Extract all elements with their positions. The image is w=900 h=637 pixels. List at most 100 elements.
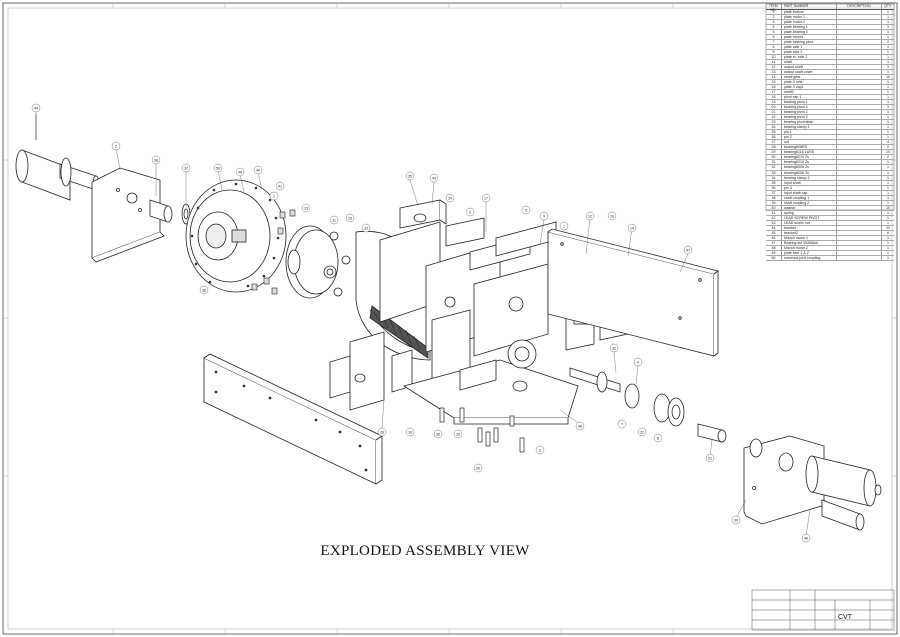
bom-item-no: 16 bbox=[766, 85, 782, 90]
bom-item-no: 13 bbox=[766, 70, 782, 75]
bom-qty: 1 bbox=[887, 25, 889, 30]
bom-part-number: plate m. side 2 bbox=[782, 55, 837, 60]
bom-qty: 1 bbox=[887, 250, 889, 255]
bom-part-number: bearing6116 LUSS bbox=[782, 150, 837, 155]
bom-item-no: 9 bbox=[766, 50, 782, 55]
svg-text:34: 34 bbox=[448, 196, 452, 200]
bom-qty: 10 bbox=[886, 205, 890, 210]
bom-header-item: ITEM NO. bbox=[766, 4, 782, 12]
bom-description bbox=[837, 140, 882, 145]
right-motor-plate bbox=[743, 435, 829, 525]
bom-item-no: 40 bbox=[766, 205, 782, 210]
bom-item-no: 45 bbox=[766, 230, 782, 235]
bom-qty: 1 bbox=[887, 45, 889, 50]
bom-description bbox=[837, 110, 882, 115]
title-block bbox=[751, 589, 895, 631]
bom-qty: 6 bbox=[887, 230, 889, 235]
balloon: 32 bbox=[609, 343, 619, 353]
balloon: 20 bbox=[453, 429, 463, 439]
bom-part-number: Maxon motor 1 bbox=[782, 235, 837, 240]
balloon: 17 bbox=[481, 193, 491, 203]
bom-part-number: plate side 1 & 2 bbox=[782, 250, 837, 255]
svg-text:39: 39 bbox=[734, 518, 738, 522]
bom-description bbox=[837, 115, 882, 120]
balloon: 1 bbox=[269, 191, 279, 201]
svg-text:17: 17 bbox=[484, 196, 488, 200]
bom-part-number: small gear bbox=[782, 75, 837, 80]
bom-item-no: 47 bbox=[766, 240, 782, 245]
bom-qty: 1 bbox=[887, 190, 889, 195]
balloon: 43 bbox=[429, 173, 439, 183]
balloon: 28 bbox=[377, 427, 387, 437]
bom-item-no: 41 bbox=[766, 210, 782, 215]
bom-part-number: washer bbox=[782, 205, 837, 210]
bom-description bbox=[837, 255, 882, 260]
bom-item-no: 34 bbox=[766, 175, 782, 180]
bom-description bbox=[837, 10, 882, 15]
small-keys bbox=[251, 209, 296, 295]
bom-part-number: bearing pivot slide bbox=[782, 120, 837, 125]
bom-item-no: 44 bbox=[766, 225, 782, 230]
bom-item-no: 11 bbox=[766, 60, 782, 65]
bom-qty: 12 bbox=[886, 225, 890, 230]
svg-text:29: 29 bbox=[348, 216, 352, 220]
bom-description bbox=[837, 170, 882, 175]
bom-item-no: 39 bbox=[766, 200, 782, 205]
bom-description bbox=[837, 225, 882, 230]
bom-qty: 1 bbox=[887, 240, 889, 245]
bom-part-number: spring bbox=[782, 210, 837, 215]
svg-text:37: 37 bbox=[184, 166, 188, 170]
bom-item-no: 32 bbox=[766, 165, 782, 170]
bom-qty: 4 bbox=[887, 140, 889, 145]
bom-qty: 1 bbox=[887, 15, 889, 20]
bom-description bbox=[837, 80, 882, 85]
bom-part-number: bracket bbox=[782, 225, 837, 230]
svg-text:7: 7 bbox=[621, 422, 623, 426]
bom-part-number: plate bearing pivot bbox=[782, 40, 837, 45]
bom-item-no: 6 bbox=[766, 35, 782, 40]
balloon: 35 bbox=[405, 171, 415, 181]
bom-item-no: 21 bbox=[766, 110, 782, 115]
balloon: 29 bbox=[345, 213, 355, 223]
svg-text:38: 38 bbox=[154, 158, 158, 162]
bom-item-no: 14 bbox=[766, 75, 782, 80]
svg-text:41: 41 bbox=[278, 184, 282, 188]
svg-text:18: 18 bbox=[408, 430, 412, 434]
bom-qty: 1 bbox=[887, 50, 889, 55]
front-plate-holes bbox=[214, 370, 368, 472]
bom-description bbox=[837, 125, 882, 130]
bom-part-number: LEAD screw nut bbox=[782, 220, 837, 225]
balloon: 31 bbox=[329, 215, 339, 225]
bom-part-number: plate mount bbox=[782, 35, 837, 40]
balloon: 21 bbox=[705, 453, 715, 463]
bom-part-number: plate motor 2 bbox=[782, 20, 837, 25]
bom-header-desc: DESCRIPTION bbox=[837, 4, 882, 9]
svg-text:14: 14 bbox=[630, 226, 634, 230]
bom-part-number: bearing pivot 1 bbox=[782, 100, 837, 105]
bom-item-no: 29 bbox=[766, 150, 782, 155]
bom-item-no: 26 bbox=[766, 135, 782, 140]
bom-item-no: 24 bbox=[766, 125, 782, 130]
bom-part-number: LEAD SCREW PIVOT bbox=[782, 215, 837, 220]
balloon: 2 bbox=[111, 141, 121, 151]
bom-description bbox=[837, 120, 882, 125]
bom-qty: 1 bbox=[887, 185, 889, 190]
bom-qty: 2 bbox=[887, 155, 889, 160]
bom-description bbox=[837, 235, 882, 240]
bom-qty: 1 bbox=[887, 245, 889, 250]
bom-qty: 1 bbox=[887, 200, 889, 205]
bom-item-no: 23 bbox=[766, 120, 782, 125]
bom-description bbox=[837, 100, 882, 105]
bom-qty: 10 bbox=[886, 75, 890, 80]
balloon: 46 bbox=[801, 533, 811, 543]
